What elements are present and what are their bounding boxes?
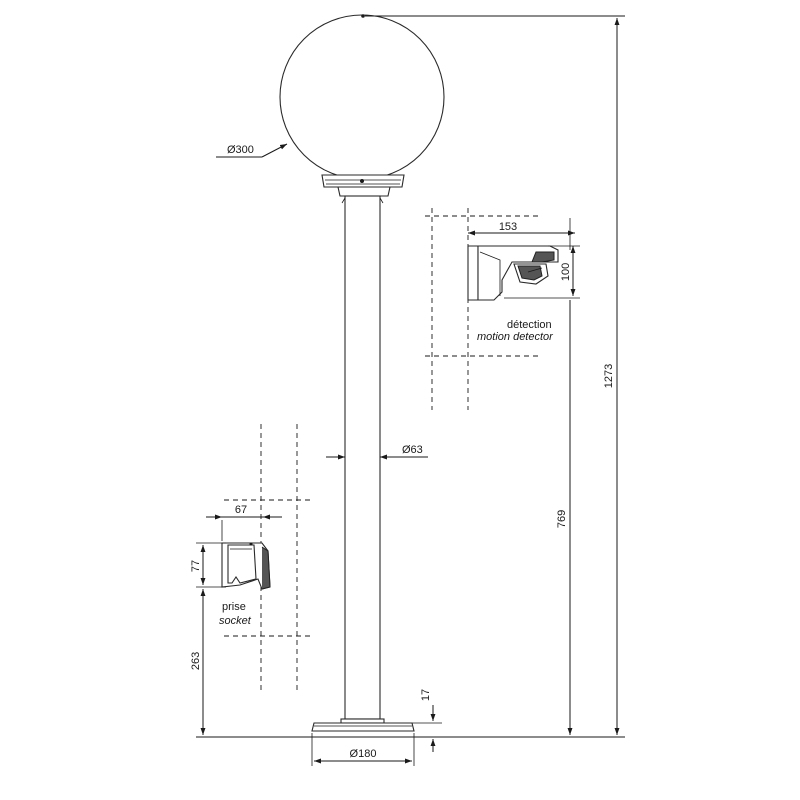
socket-elevation-text: 263 — [190, 652, 202, 670]
detector-height-text: 769 — [556, 510, 568, 528]
base-thickness-text: 17 — [420, 689, 432, 701]
dimension-total-height: 1273 — [603, 18, 620, 735]
dimension-base-diameter: Ø180 — [311, 733, 415, 766]
total-height-text: 1273 — [603, 364, 615, 388]
dimension-globe-diameter: Ø300 — [216, 143, 288, 158]
socket-height-text: 77 — [190, 560, 202, 572]
pole-diameter-text: Ø63 — [402, 444, 423, 456]
dimension-pole-diameter: Ø63 — [326, 444, 428, 460]
detector-depth-text: 100 — [560, 263, 572, 281]
detector-label-fr: détection — [507, 319, 552, 331]
dimension-base-thickness: 17 — [412, 689, 442, 752]
motion-detector-shape — [467, 245, 559, 301]
detector-width-text: 153 — [499, 221, 517, 233]
socket-shape — [221, 542, 271, 590]
motion-detector-detail: 153 100 détection motion detector 769 — [425, 208, 580, 735]
socket-label-fr: prise — [222, 601, 246, 613]
globe-shape — [279, 14, 445, 180]
globe-diameter-text: Ø300 — [227, 144, 254, 156]
pole-shape — [344, 195, 381, 720]
socket-width-text: 67 — [235, 504, 247, 516]
detector-label-en: motion detector — [477, 331, 554, 343]
lamp-post — [279, 14, 445, 732]
socket-label-en: socket — [219, 615, 252, 627]
socket-detail: 67 77 prise socket 263 — [190, 424, 312, 735]
base-plate — [311, 722, 415, 732]
base-diameter-text: Ø180 — [350, 748, 377, 760]
